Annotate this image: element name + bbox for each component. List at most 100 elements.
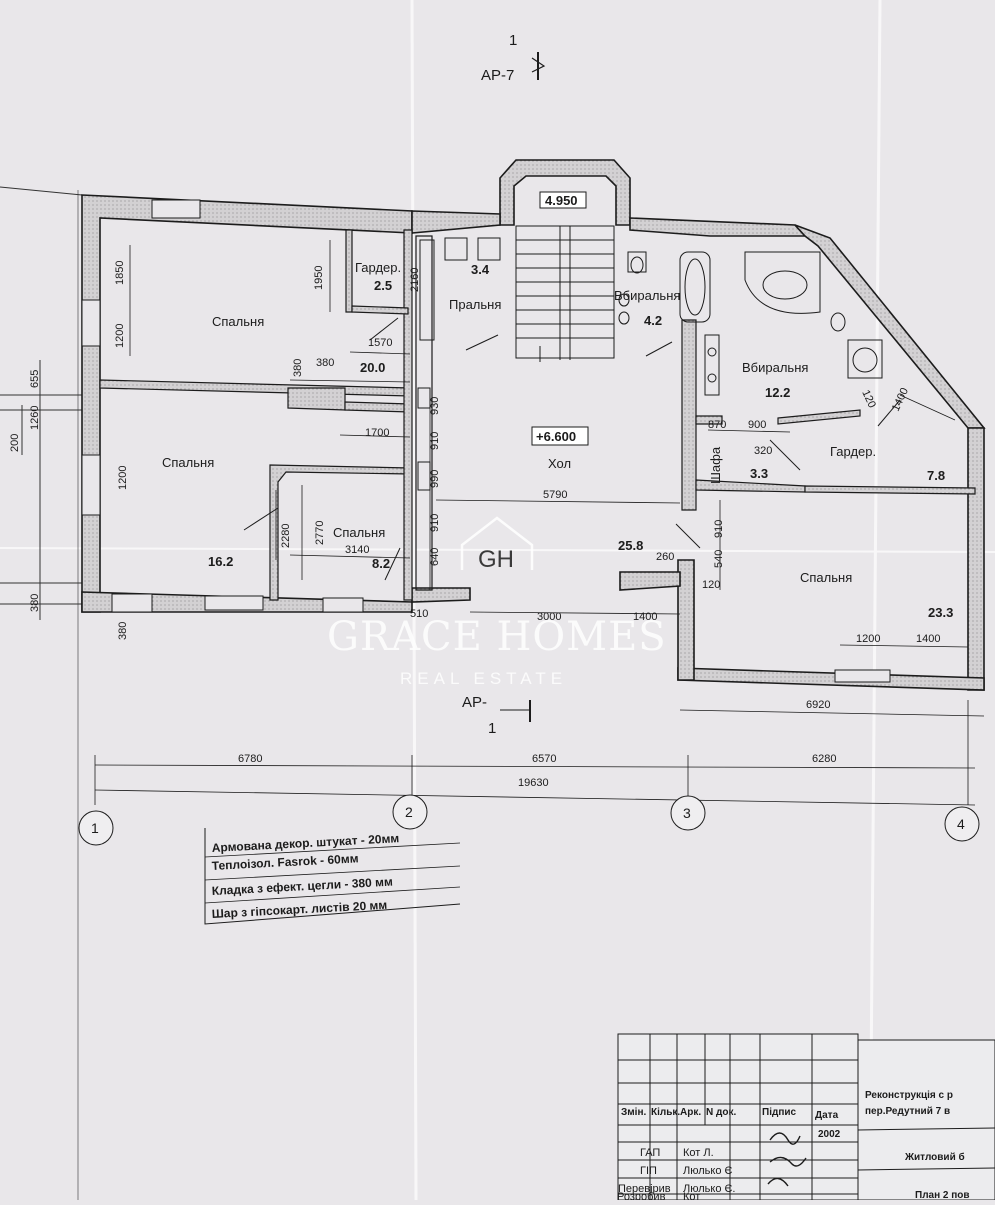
room-name: Гардер. <box>830 444 876 459</box>
section-mark-sheet: АР-7 <box>481 67 514 84</box>
room-area: 20.0 <box>360 360 385 375</box>
axis-label: 3 <box>683 805 691 821</box>
grid-axes <box>78 794 980 846</box>
room-name: Хол <box>548 456 571 471</box>
room-area: 3.3 <box>750 466 768 481</box>
tb-header: Кільк. <box>651 1107 680 1118</box>
watermark-monogram: GH <box>478 546 514 573</box>
room-area: 25.8 <box>618 538 643 553</box>
level-marks: +6.600 4.950 <box>531 193 589 446</box>
room-area: 8.2 <box>372 556 390 571</box>
tb-header: Змін. <box>621 1107 646 1118</box>
tb-role: ГІП <box>640 1165 657 1177</box>
dim-value: 2280 <box>280 524 292 548</box>
room-area: 4.2 <box>644 313 662 328</box>
tb-project: пер.Редутний 7 в <box>865 1106 950 1117</box>
construction-lines <box>0 186 83 1200</box>
dim-value: 200 <box>9 434 21 452</box>
dim-value: 1260 <box>29 406 41 430</box>
tb-name: Кот <box>683 1191 700 1200</box>
dim-value: 540 <box>713 550 725 568</box>
dim-value: 990 <box>429 470 441 488</box>
axis-bubble <box>944 806 980 842</box>
dim-value: 910 <box>429 514 441 532</box>
room-labels: Спальня 20.0 Гардер. 2.5 Пральня 3.4 Вби… <box>162 260 953 620</box>
dim-value: 510 <box>410 608 428 620</box>
dim-value: 1570 <box>368 337 392 349</box>
tb-name: Люлько Є <box>683 1165 732 1177</box>
dim-value: 870 <box>708 419 726 431</box>
dim-value: 1200 <box>114 324 126 348</box>
dim-value: 19630 <box>518 777 549 789</box>
axis-label: 2 <box>405 804 413 820</box>
tb-header: Підпис <box>762 1107 797 1118</box>
dim-value: 6280 <box>812 753 836 765</box>
dim-value: 380 <box>117 622 129 640</box>
room-name: Шафа <box>708 446 723 484</box>
dim-value: 655 <box>29 370 41 388</box>
room-name: Спальня <box>212 314 264 329</box>
dim-value: 2770 <box>314 521 326 545</box>
dim-value: 930 <box>429 397 441 415</box>
dim-value: 380 <box>316 357 334 369</box>
dim-value: 1400 <box>890 386 911 413</box>
dimension-values: 1850 1200 1950 2160 1570 380 380 655 126… <box>9 261 940 789</box>
dimension-lines <box>94 240 985 806</box>
tb-role: Перевірив <box>618 1183 671 1195</box>
dim-value: 900 <box>748 419 766 431</box>
dim-value: 260 <box>656 551 674 563</box>
axis-label: 1 <box>91 820 99 836</box>
title-block <box>617 1033 995 1201</box>
dim-value: 1400 <box>916 633 940 645</box>
dim-value: 1400 <box>633 611 657 623</box>
dim-value: 1200 <box>117 466 129 490</box>
room-area: 16.2 <box>208 554 233 569</box>
axis-bubble <box>670 795 706 831</box>
section-mark-number: 1 <box>509 32 517 49</box>
level-stair: 4.950 <box>545 193 578 208</box>
section-mark-top: 1 АР-7 <box>481 32 546 84</box>
door-swings <box>243 317 901 581</box>
dim-value: 2160 <box>409 268 421 292</box>
dim-value: 3000 <box>537 611 561 623</box>
sanitary-fixtures <box>417 237 883 491</box>
legend-line: Теплоізол. Fasrok - 60мм <box>211 851 359 873</box>
tb-sheet: План 2 пов <box>915 1190 970 1200</box>
axis-bubble <box>392 794 428 830</box>
section-mark-bottom: АР- 1 <box>462 694 531 737</box>
room-name: Пральня <box>449 297 501 312</box>
dim-value: 320 <box>754 445 772 457</box>
dim-value: 6920 <box>806 699 830 711</box>
wall-legend: Армована декор. штукат - 20мм Теплоізол.… <box>204 828 461 925</box>
axis-label: 4 <box>957 816 965 832</box>
tb-building: Житловий б <box>904 1151 965 1163</box>
room-name: Спальня <box>800 570 852 585</box>
section-mark-bottom-number: 1 <box>488 720 496 737</box>
dim-value: 120 <box>702 579 720 591</box>
dim-value: 3140 <box>345 544 369 556</box>
room-area: 2.5 <box>374 278 392 293</box>
tb-header: Дата <box>815 1110 839 1121</box>
room-area: 7.8 <box>927 468 945 483</box>
room-name: Спальня <box>333 525 385 540</box>
dim-value: 6780 <box>238 753 262 765</box>
tb-header: Арк. <box>680 1107 701 1118</box>
dim-value: 910 <box>713 520 725 538</box>
dim-value: 1700 <box>365 427 389 439</box>
tb-role: ГАП <box>640 1147 660 1159</box>
tb-role: Розробив <box>617 1191 666 1200</box>
section-mark-bottom-sheet: АР- <box>462 694 487 711</box>
dim-value: 1200 <box>856 633 880 645</box>
grace-homes-watermark: GH GRACE HOMES REAL ESTATE <box>327 516 666 688</box>
tb-name: Кот Л. <box>683 1147 714 1159</box>
dim-value: 380 <box>29 594 41 612</box>
interior-walls <box>99 229 976 601</box>
room-name: Гардер. <box>355 260 401 275</box>
dim-value: 910 <box>429 432 441 450</box>
axis-bubble <box>78 810 114 846</box>
dim-value: 6570 <box>532 753 556 765</box>
room-name: Вбиральня <box>614 288 680 303</box>
windows <box>81 199 891 683</box>
dim-value: 1850 <box>114 261 126 285</box>
